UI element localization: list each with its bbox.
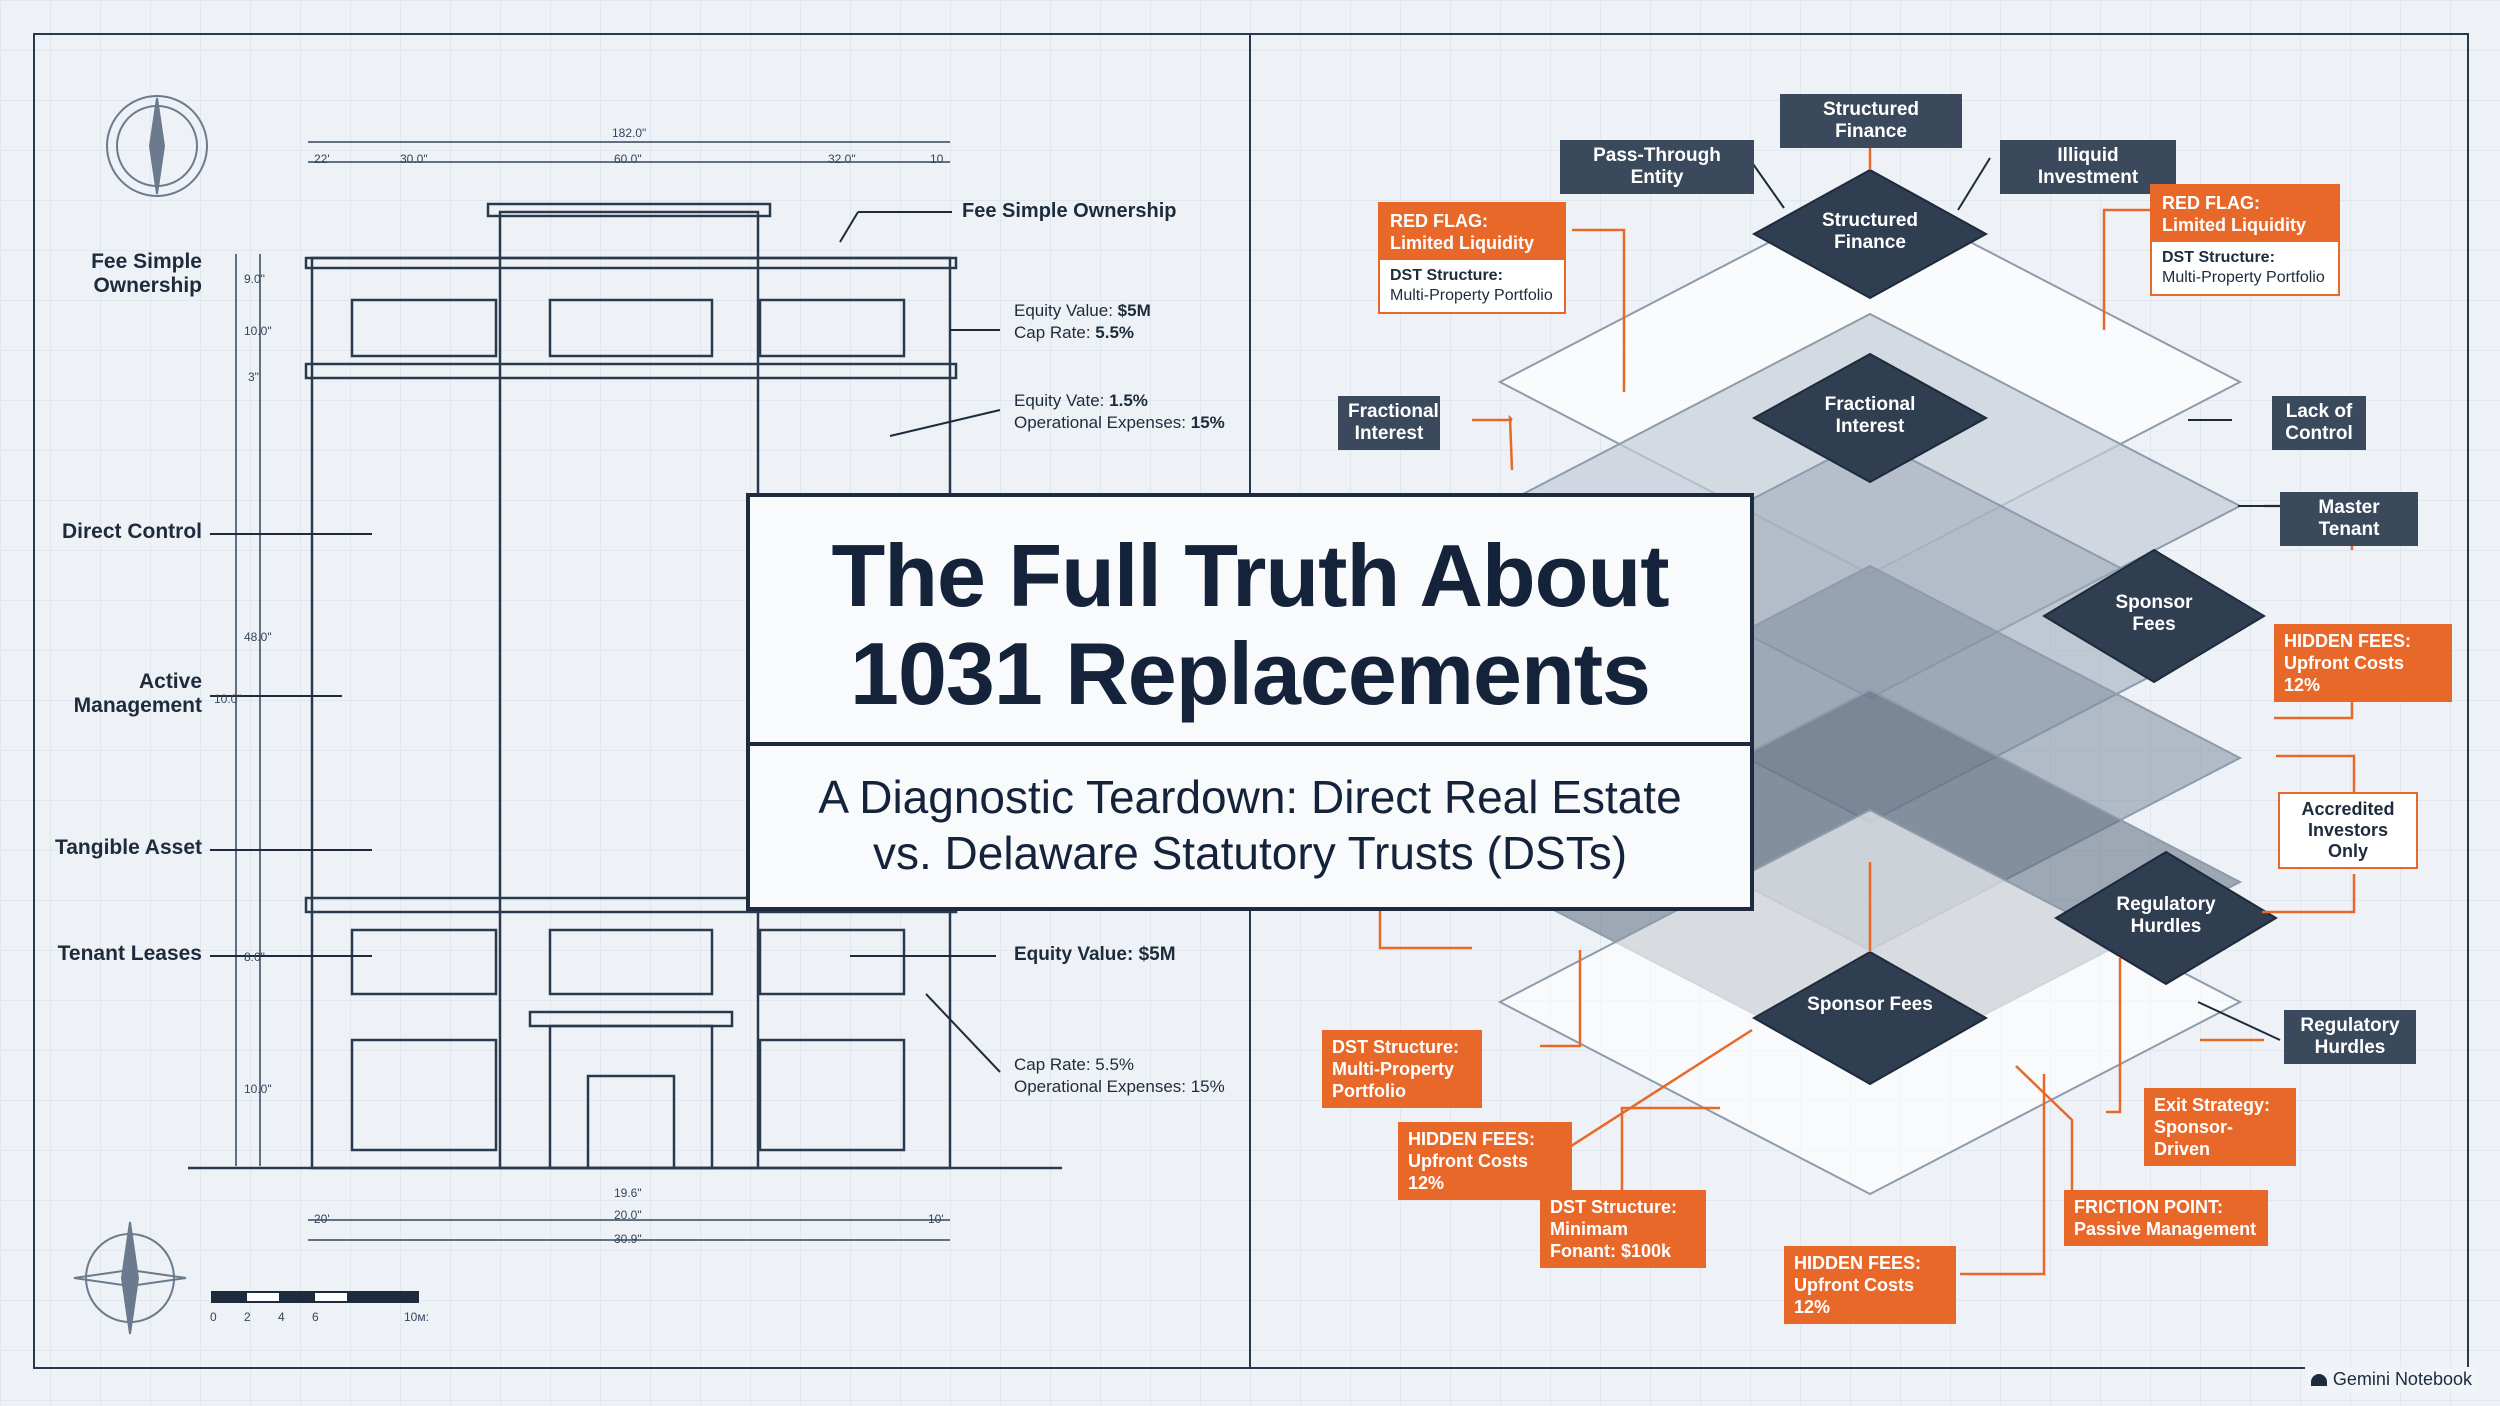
left-label-leaders xyxy=(210,211,1001,1073)
diamond-sponsor-fees-bottom xyxy=(1751,950,1989,1086)
dst-diamonds xyxy=(1751,168,2278,1086)
callout-hidden-fees-left: HIDDEN FEES: Upfront Costs 12% xyxy=(1398,1122,1572,1200)
diamond-text-sponsor-fees-right: Sponsor Fees xyxy=(2115,592,2193,635)
brand-watermark: Gemini Notebook xyxy=(2304,1367,2478,1392)
dim-overall-width: 182.0" xyxy=(612,126,647,140)
note-cap-opex-2: Cap Rate: 5.5% Operational Expenses: 15% xyxy=(1014,1055,1225,1096)
compass-icon xyxy=(106,95,208,197)
label-active-management: Active Management xyxy=(73,670,202,717)
dim-height-2: 10.0" xyxy=(244,324,272,338)
diamond-text-sponsor-fees-bottom: Sponsor Fees xyxy=(1807,994,1933,1015)
red-flag-card-right: RED FLAG: Limited Liquidity DST Structur… xyxy=(2150,184,2340,296)
dimension-lines xyxy=(235,141,950,1241)
diamond-structured-finance xyxy=(1751,168,1989,300)
callout-friction-point: FRICTION POINT: Passive Management xyxy=(2064,1190,2268,1246)
label-tangible-asset: Tangible Asset xyxy=(54,836,202,859)
diamond-text-structured-finance: Structured Finance xyxy=(1821,210,1919,253)
dim-bottom-b: 20.0" xyxy=(614,1208,642,1222)
dim-seg-mid: 60.0" xyxy=(614,152,642,166)
label-lack-of-control: Lack of Control xyxy=(2272,396,2366,450)
note-equity-value-2: Equity Value: $5M xyxy=(1014,944,1176,965)
scale-tick-0: 0 xyxy=(210,1310,217,1324)
dim-height-7: 10.0" xyxy=(244,1082,272,1096)
title-card: The Full Truth About 1031 Replacements A… xyxy=(746,493,1754,911)
red-flag-heading: RED FLAG: Limited Liquidity xyxy=(1380,204,1564,260)
callout-exit-strategy: Exit Strategy: Sponsor-Driven xyxy=(2144,1088,2296,1166)
page-subtitle: A Diagnostic Teardown: Direct Real Estat… xyxy=(818,771,1682,879)
callout-dst-multi-property: DST Structure: Multi-Property Portfolio xyxy=(1322,1030,1482,1108)
red-flag-body: DST Structure:Multi-Property Portfolio xyxy=(2162,249,2325,286)
label-master-tenant: Master Tenant xyxy=(2280,492,2418,546)
label-fee-simple-ownership: Fee Simple Ownership xyxy=(91,250,202,297)
label-illiquid-investment: Illiquid Investment xyxy=(2000,140,2176,194)
title-divider xyxy=(750,742,1750,746)
callout-dst-minimum: DST Structure: Minimam Fonant: $100k xyxy=(1540,1190,1706,1268)
label-fractional-interest: Fractional Interest xyxy=(1338,396,1440,450)
building-elevation xyxy=(188,202,1062,1170)
dim-seg-a: 22' xyxy=(314,152,330,166)
red-flag-body: DST Structure:Multi-Property Portfolio xyxy=(1390,267,1553,304)
scale-tick-6: 6 xyxy=(312,1310,319,1324)
dim-height-1: 9.0" xyxy=(244,272,265,286)
dim-height-5: 10.0" xyxy=(214,692,242,706)
dim-bottom-a: 19.6" xyxy=(614,1186,642,1200)
scale-tick-4: 4 xyxy=(278,1310,285,1324)
diamond-text-regulatory-hurdles: Regulatory Hurdles xyxy=(2116,894,2216,937)
scale-tick-2: 2 xyxy=(244,1310,251,1324)
flow-connectors xyxy=(1378,122,2356,1276)
label-regulatory-hurdles: Regulatory Hurdles xyxy=(2284,1010,2416,1064)
diamond-text-fractional-interest: Fractional Interest xyxy=(1824,394,1916,437)
callout-hidden-fees-bottom: HIDDEN FEES: Upfront Costs 12% xyxy=(1784,1246,1956,1324)
dim-seg-right: 32.0" xyxy=(828,152,856,166)
diamond-fractional-interest xyxy=(1751,352,1989,484)
note-equity-cap-1: Equity Value: $5M Cap Rate: 5.5% xyxy=(1014,301,1151,342)
label-structured-finance: Structured Finance xyxy=(1780,94,1962,148)
dim-height-3: 3" xyxy=(248,370,259,384)
scale-tick-10: 10м: xyxy=(404,1310,429,1324)
dim-bottom-e: 10' xyxy=(928,1212,944,1226)
page-title: The Full Truth About 1031 Replacements xyxy=(831,526,1669,723)
dim-seg-b: 10 xyxy=(930,152,944,166)
compass-rose-icon xyxy=(73,1221,187,1335)
label-accredited-investors: Accredited Investors Only xyxy=(2278,792,2418,869)
label-direct-control: Direct Control xyxy=(61,520,202,543)
callout-hidden-fees-right: HIDDEN FEES: Upfront Costs 12% xyxy=(2274,624,2452,702)
label-tenant-leases: Tenant Leases xyxy=(57,942,202,965)
dim-height-6: 8.0" xyxy=(244,950,265,964)
dim-height-4: 48.0" xyxy=(244,630,272,644)
dim-bottom-c: 30.9" xyxy=(614,1232,642,1246)
notebook-logo-icon xyxy=(2310,1374,2327,1386)
label-pass-through-entity: Pass-Through Entity xyxy=(1560,140,1754,194)
diamond-regulatory-hurdles xyxy=(2054,850,2278,986)
dim-seg-left: 30.0" xyxy=(400,152,428,166)
note-equity-vate: Equity Vate: 1.5% Operational Expenses: … xyxy=(1014,391,1225,432)
red-flag-card-left: RED FLAG: Limited Liquidity DST Structur… xyxy=(1378,202,1566,314)
note-fee-simple-ownership: Fee Simple Ownership xyxy=(962,200,1177,222)
scale-bar xyxy=(211,1291,419,1303)
diamond-sponsor-fees-right xyxy=(2042,548,2266,684)
red-flag-heading: RED FLAG: Limited Liquidity xyxy=(2152,186,2338,242)
dim-bottom-d: 20' xyxy=(314,1212,330,1226)
